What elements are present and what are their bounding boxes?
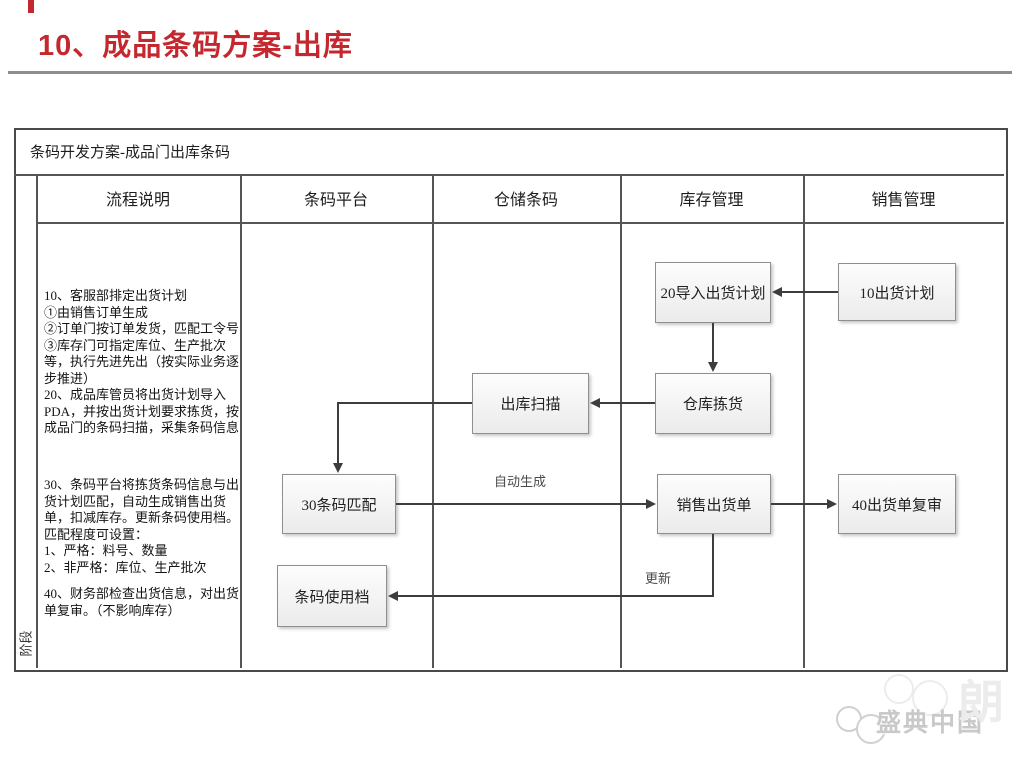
process-note-10-20: 10、客服部排定出货计划 ①由销售订单生成 ②订单门按订单发货，匹配工令号 ③库… — [44, 288, 240, 435]
title-underline — [8, 71, 1012, 74]
header-row-divider — [36, 222, 1004, 224]
stage-vertical-label: 阶段 — [18, 629, 34, 657]
watermark-ghost-bubble-icon — [912, 680, 948, 716]
edge-salesorder-to-archive-h — [397, 595, 714, 597]
stage-column-divider — [36, 174, 38, 668]
arrowhead-down-icon — [333, 463, 343, 473]
lane-header-process: 流程说明 — [105, 192, 170, 209]
column-divider-4 — [803, 174, 805, 668]
arrowhead-left-icon — [388, 591, 398, 601]
arrowhead-left-icon — [772, 287, 782, 297]
arrowhead-right-icon — [827, 499, 837, 509]
edge-scan-to-match-h — [337, 402, 472, 404]
title-accent-mark — [28, 0, 34, 13]
flow-node-barcode-usage-archive: 条码使用档 — [277, 565, 387, 627]
flow-node-ship-order-review: 40出货单复审 — [838, 474, 956, 534]
lane-header-platform: 条码平台 — [303, 192, 368, 209]
swimlane-table-border — [14, 128, 1008, 672]
lane-header-warehouse: 仓储条码 — [493, 192, 558, 209]
watermark-ghost-character: 朗 — [958, 677, 1004, 728]
flow-node-warehouse-pick: 仓库拣货 — [655, 373, 771, 434]
edge-shipplan-to-import — [781, 291, 838, 293]
watermark-brand-text: 盛典中国 — [876, 710, 985, 737]
watermark-ghost-bubble-icon — [884, 674, 914, 704]
table-caption: 条码开发方案-成品门出库条码 — [30, 145, 230, 161]
edge-label-update: 更新 — [645, 571, 672, 586]
column-divider-2 — [432, 174, 434, 668]
edge-import-to-pick — [712, 323, 714, 363]
column-divider-3 — [620, 174, 622, 668]
lane-header-sales: 销售管理 — [871, 192, 936, 209]
caption-row-divider — [14, 174, 1004, 176]
edge-salesorder-to-archive-v — [712, 534, 714, 596]
flow-node-outbound-scan: 出库扫描 — [472, 373, 589, 434]
lane-header-inventory: 库存管理 — [679, 192, 744, 209]
edge-label-auto-generate: 自动生成 — [494, 474, 547, 489]
page-title: 10、成品条码方案-出库 — [38, 30, 353, 62]
arrowhead-left-icon — [590, 398, 600, 408]
edge-scan-to-match-v — [337, 402, 339, 464]
arrowhead-down-icon — [708, 362, 718, 372]
arrowhead-right-icon — [646, 499, 656, 509]
process-note-40: 40、财务部检查出货信息，对出货单复审。（不影响库存） — [44, 586, 240, 618]
column-divider-1 — [240, 174, 242, 668]
edge-salesorder-to-review — [771, 503, 828, 505]
process-note-30: 30、条码平台将拣货条码信息与出货计划匹配，自动生成销售出货单，扣减库存。更新条… — [44, 477, 240, 575]
flow-node-ship-plan: 10出货计划 — [838, 263, 956, 321]
edge-match-to-salesorder — [396, 503, 647, 505]
flow-node-import-ship-plan: 20导入出货计划 — [655, 262, 771, 323]
edge-pick-to-scan — [599, 402, 655, 404]
watermark-chat-bubble-icon — [856, 714, 886, 744]
flow-node-sales-ship-order: 销售出货单 — [657, 474, 771, 534]
flow-node-barcode-match: 30条码匹配 — [282, 474, 396, 534]
